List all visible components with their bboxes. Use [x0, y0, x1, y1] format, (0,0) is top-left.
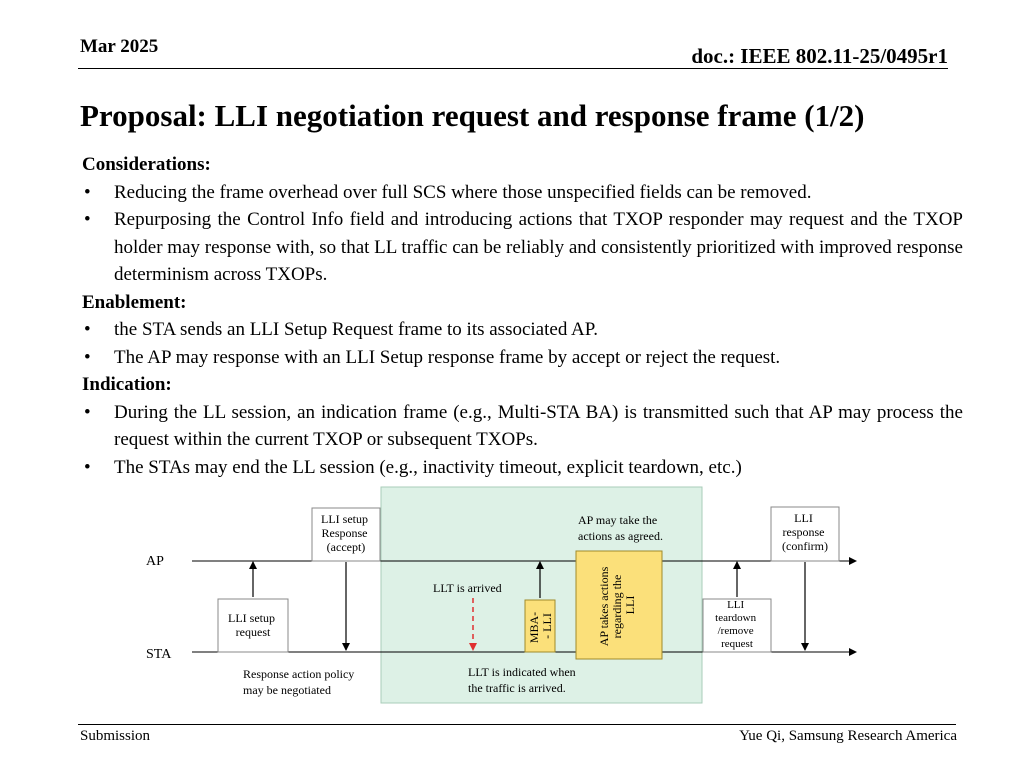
bullet-text: The STAs may end the LL session (e.g., i…: [114, 456, 742, 478]
setup-response-label: LLI setup Response (accept): [321, 512, 371, 554]
bullet-item: •the STA sends an LLI Setup Request fram…: [84, 319, 598, 340]
header-rule: [78, 68, 948, 69]
enablement-heading: Enablement:: [82, 291, 187, 313]
bullet-text: Repurposing the Control Info field and i…: [114, 209, 963, 285]
bullet-item: •The STAs may end the LL session (e.g., …: [84, 456, 742, 478]
footer-author: Yue Qi, Samsung Research America: [739, 728, 957, 744]
teardown-label: LLI teardown /remove request: [715, 599, 759, 650]
mba-lli-box: [524, 599, 556, 653]
response-policy-note: Response action policy may be negotiated: [243, 667, 357, 697]
teardown-box: [702, 598, 772, 653]
footer-submission: Submission: [80, 728, 151, 744]
lli-sequence-diagram: AP STA LLI setup request LLI setup Respo…: [146, 486, 857, 704]
setup-request-box: [217, 598, 289, 653]
slide-content: Considerations: •Reducing the frame over…: [82, 151, 963, 481]
bullet-text: Reducing the frame overhead over full SC…: [114, 181, 812, 203]
bullet-text: The AP may response with an LLI Setup re…: [114, 346, 781, 368]
bullet-item: •During the LL session, an indication fr…: [84, 401, 963, 451]
ap-takes-actions-label: AP takes actions regarding the LLI: [597, 564, 637, 647]
sta-label: STA: [146, 647, 172, 662]
bullet-text: During the LL session, an indication fra…: [114, 401, 963, 451]
mba-lli-label: MBA- - LLI: [527, 609, 554, 643]
bullet-item: •The AP may response with an LLI Setup r…: [84, 346, 781, 368]
response-confirm-label: LLI response (confirm): [782, 511, 828, 553]
ap-may-take-note: AP may take the actions as agreed.: [578, 513, 663, 543]
setup-request-label: LLI setup request: [228, 611, 278, 639]
llt-arrived-note: LLT is arrived: [433, 581, 502, 595]
ap-takes-actions-box: [575, 550, 663, 660]
considerations-heading: Considerations:: [82, 154, 211, 175]
bullet-item: •Reducing the frame overhead over full S…: [84, 181, 812, 203]
ap-label: AP: [146, 554, 164, 569]
bullet-item: •Repurposing the Control Info field and …: [84, 209, 963, 285]
header-doc-id: doc.: IEEE 802.11-25/0495r1: [691, 44, 948, 68]
footer-rule: [78, 724, 956, 725]
slide-title: Proposal: LLI negotiation request and re…: [80, 98, 865, 133]
header-date: Mar 2025: [80, 36, 159, 57]
indication-heading: Indication:: [82, 374, 172, 395]
llt-indicated-note: LLT is indicated when the traffic is arr…: [468, 665, 579, 695]
response-confirm-box: [770, 506, 840, 562]
bullet-text: the STA sends an LLI Setup Request frame…: [114, 319, 598, 340]
setup-response-box: [311, 507, 381, 562]
